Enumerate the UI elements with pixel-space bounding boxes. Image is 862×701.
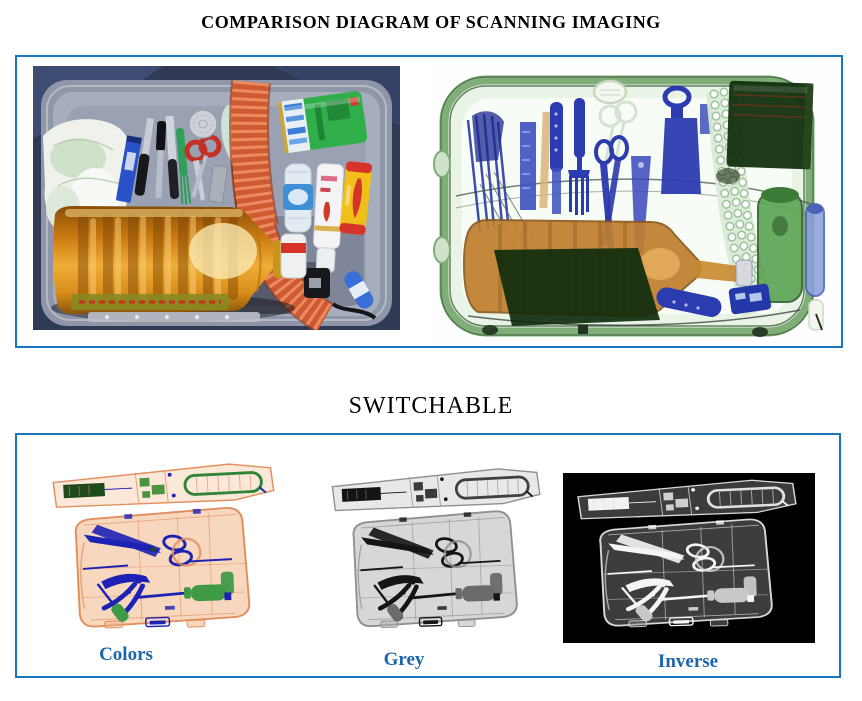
xray-fork: [568, 98, 590, 215]
photo-items-in-bin: [33, 66, 400, 330]
round-tin-lid: [188, 109, 218, 139]
xray-toolbox-grey: [318, 461, 558, 645]
xray-ladle: [592, 79, 628, 105]
xray-toolbox-colors: [38, 456, 293, 646]
blue-pack: [344, 271, 374, 309]
black-device: [304, 268, 330, 298]
red-scissors: [184, 134, 222, 201]
metal-file: [207, 164, 229, 204]
xray-dark-can: [726, 80, 814, 170]
white-tube: [313, 163, 344, 273]
switchable-heading: SWITCHABLE: [348, 393, 514, 419]
xray-blue-device: [728, 283, 771, 315]
box-cutter: [116, 135, 142, 203]
xray-green-bottle: [757, 187, 803, 303]
page-title: COMPARISON DIAGRAM OF SCANNING IMAGING: [201, 12, 661, 32]
knives: [134, 115, 180, 199]
label-inverse: Inverse: [657, 651, 719, 672]
xray-toolbox-inverse: [563, 473, 815, 643]
xray-cleaver-bottom: [494, 248, 722, 326]
xray-knife: [550, 102, 563, 214]
oil-bottle: [51, 206, 307, 322]
black-cable: [331, 302, 377, 320]
xray-blue-cylinder: [805, 203, 825, 297]
green-fork: [175, 128, 192, 205]
label-grey: Grey: [383, 649, 425, 670]
water-bottle: [283, 163, 313, 233]
label-colors: Colors: [99, 644, 153, 665]
xray-scan-suitcase: [428, 64, 840, 344]
metal-strip: [88, 312, 260, 322]
green-can: [277, 91, 368, 154]
xray-ruler: [520, 122, 536, 210]
yellow-can: [339, 161, 373, 235]
